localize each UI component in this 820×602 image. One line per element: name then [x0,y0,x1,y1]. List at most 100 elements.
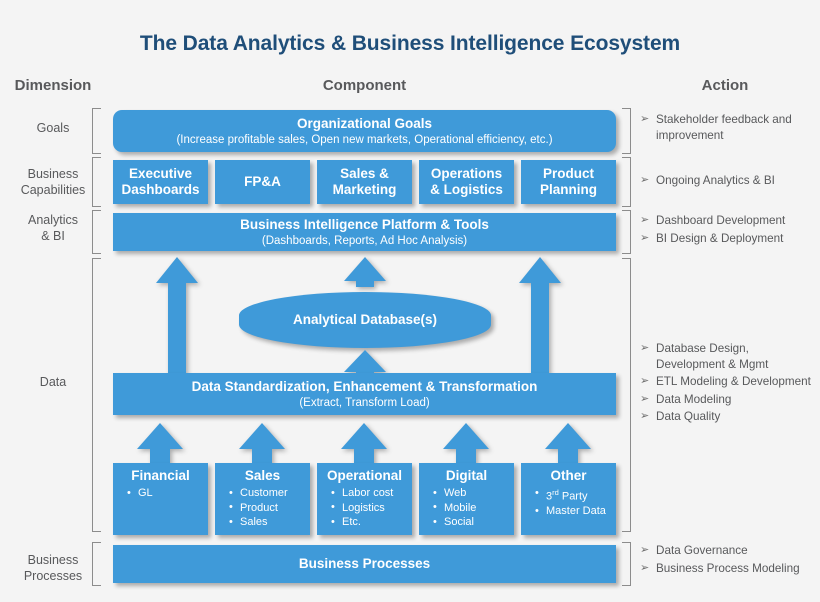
dimension-label-business-capabilities: Business Capabilities [8,166,98,198]
arrow-bullet-icon: ➢ [640,392,650,405]
source-list: Customer Product Sales [215,486,310,530]
action-text: Business Process Modeling [656,561,800,575]
capability-box-product-planning[interactable]: Product Planning [521,160,616,204]
arrow-bullet-icon: ➢ [640,113,650,125]
dimension-label-analytics-bi: Analytics & BI [8,212,98,244]
action-item: ➢ Stakeholder feedback and improvement [640,112,820,143]
capability-label: Planning [540,182,597,197]
source-box-digital[interactable]: Digital Web Mobile Social [419,463,514,535]
action-text: Data Modeling [656,392,732,406]
list-item: Social [433,515,514,530]
source-header: Digital [445,468,488,483]
arrow-bullet-icon: ➢ [640,342,650,354]
capability-box-fpa[interactable]: FP&A [215,160,310,204]
source-box-sales[interactable]: Sales Customer Product Sales [215,463,310,535]
dimension-label-line: Data [39,375,67,389]
source-box-operational[interactable]: Operational Labor cost Logistics Etc. [317,463,412,535]
arrow-up-operational [341,423,387,471]
dimension-label-line: Goals [36,121,70,135]
arrow-bullet-icon: ➢ [640,561,650,574]
capability-box-sales-marketing[interactable]: Sales & Marketing [317,160,412,204]
action-group-business-capabilities: ➢ Ongoing Analytics & BI [640,173,820,191]
capability-label: & Logistics [430,182,503,197]
organizational-goals-title: Organizational Goals [296,115,433,131]
bracket-right-analytics-bi [622,210,631,254]
action-item: ➢ Data Quality [640,409,820,425]
action-group-business-processes: ➢ Data Governance ➢ Business Process Mod… [640,543,820,578]
organizational-goals-box[interactable]: Organizational Goals (Increase profitabl… [113,110,616,152]
capability-label: Executive [128,166,193,181]
action-text: ETL Modeling & Development [656,375,811,388]
bracket-right-business-processes [622,542,631,586]
arrow-up-center-to-bi [344,257,386,287]
data-standardization-box[interactable]: Data Standardization, Enhancement & Tran… [113,373,616,415]
action-item: ➢ Ongoing Analytics & BI [640,173,820,189]
arrow-up-right-to-bi [519,257,561,377]
arrow-up-financial [137,423,183,471]
dimension-label-line: Analytics [27,213,79,227]
list-item: Product [229,500,310,516]
list-item: Mobile [433,500,514,516]
business-processes-box[interactable]: Business Processes [113,545,616,583]
capability-label: Sales & [340,166,389,181]
action-item: ➢ Business Process Modeling [640,561,820,577]
action-text: BI Design & Deployment [656,231,784,245]
source-list: Web Mobile Social [419,486,514,530]
arrow-up-digital [443,423,489,471]
dimension-label-line: Business [27,553,79,567]
column-header-dimension: Dimension [14,77,92,94]
capability-label: Product [542,166,594,181]
action-item: ➢ BI Design & Deployment [640,231,820,247]
source-list: GL [113,486,208,501]
dimension-label-business-processes: Business Processes [8,552,98,584]
action-item: ➢ Data Governance [640,543,820,559]
list-item: Sales [229,515,310,530]
capability-label: Dashboards [121,182,200,197]
business-processes-title: Business Processes [298,556,431,571]
data-standardization-subtitle: (Extract, Transform Load) [299,396,430,409]
capability-box-executive-dashboards[interactable]: Executive Dashboards [113,160,208,204]
list-item: GL [127,486,208,501]
bracket-right-data [622,258,631,532]
source-header: Financial [131,468,190,483]
bracket-left-data [92,258,101,532]
column-header-action: Action [701,77,749,94]
dimension-label-data: Data [8,374,98,390]
source-box-other[interactable]: Other 3rd Party Master Data [521,463,616,535]
bracket-right-business-capabilities [622,157,631,207]
list-item: Master Data [535,504,616,519]
source-box-financial[interactable]: Financial GL [113,463,208,535]
bi-platform-box[interactable]: Business Intelligence Platform & Tools (… [113,213,616,251]
source-list: Labor cost Logistics Etc. [317,486,412,530]
bracket-left-analytics-bi [92,210,101,254]
action-item: ➢ ETL Modeling & Development [640,374,820,390]
analytical-database-title: Analytical Database(s) [292,312,438,327]
list-item: Labor cost [331,486,412,501]
action-text: Data Quality [656,410,721,423]
page-title: The Data Analytics & Business Intelligen… [139,32,681,55]
capability-label: FP&A [244,174,281,189]
bracket-left-business-capabilities [92,157,101,207]
dimension-label-line: Business [27,167,79,181]
action-text: Dashboard Development [656,214,786,227]
capability-label: Marketing [332,182,397,197]
arrow-up-to-database [344,350,386,378]
data-standardization-title: Data Standardization, Enhancement & Tran… [191,378,538,394]
action-item: ➢ Data Modeling [640,392,820,408]
action-text: Data Governance [656,544,748,557]
dimension-label-goals: Goals [8,120,98,136]
dimension-label-line: Capabilities [20,183,86,197]
list-item: 3rd Party [535,485,616,504]
source-header: Other [550,468,587,483]
dimension-label-line: Processes [23,569,83,583]
analytical-database-shape[interactable]: Analytical Database(s) [239,292,491,348]
capability-box-operations-logistics[interactable]: Operations & Logistics [419,160,514,204]
action-group-analytics-bi: ➢ Dashboard Development ➢ BI Design & De… [640,213,820,248]
capability-label: Operations [430,166,503,181]
source-header: Sales [244,468,281,483]
action-text: Ongoing Analytics & BI [656,174,775,187]
source-header: Operational [326,468,402,483]
arrow-bullet-icon: ➢ [640,174,650,186]
bi-platform-title: Business Intelligence Platform & Tools [240,216,489,232]
